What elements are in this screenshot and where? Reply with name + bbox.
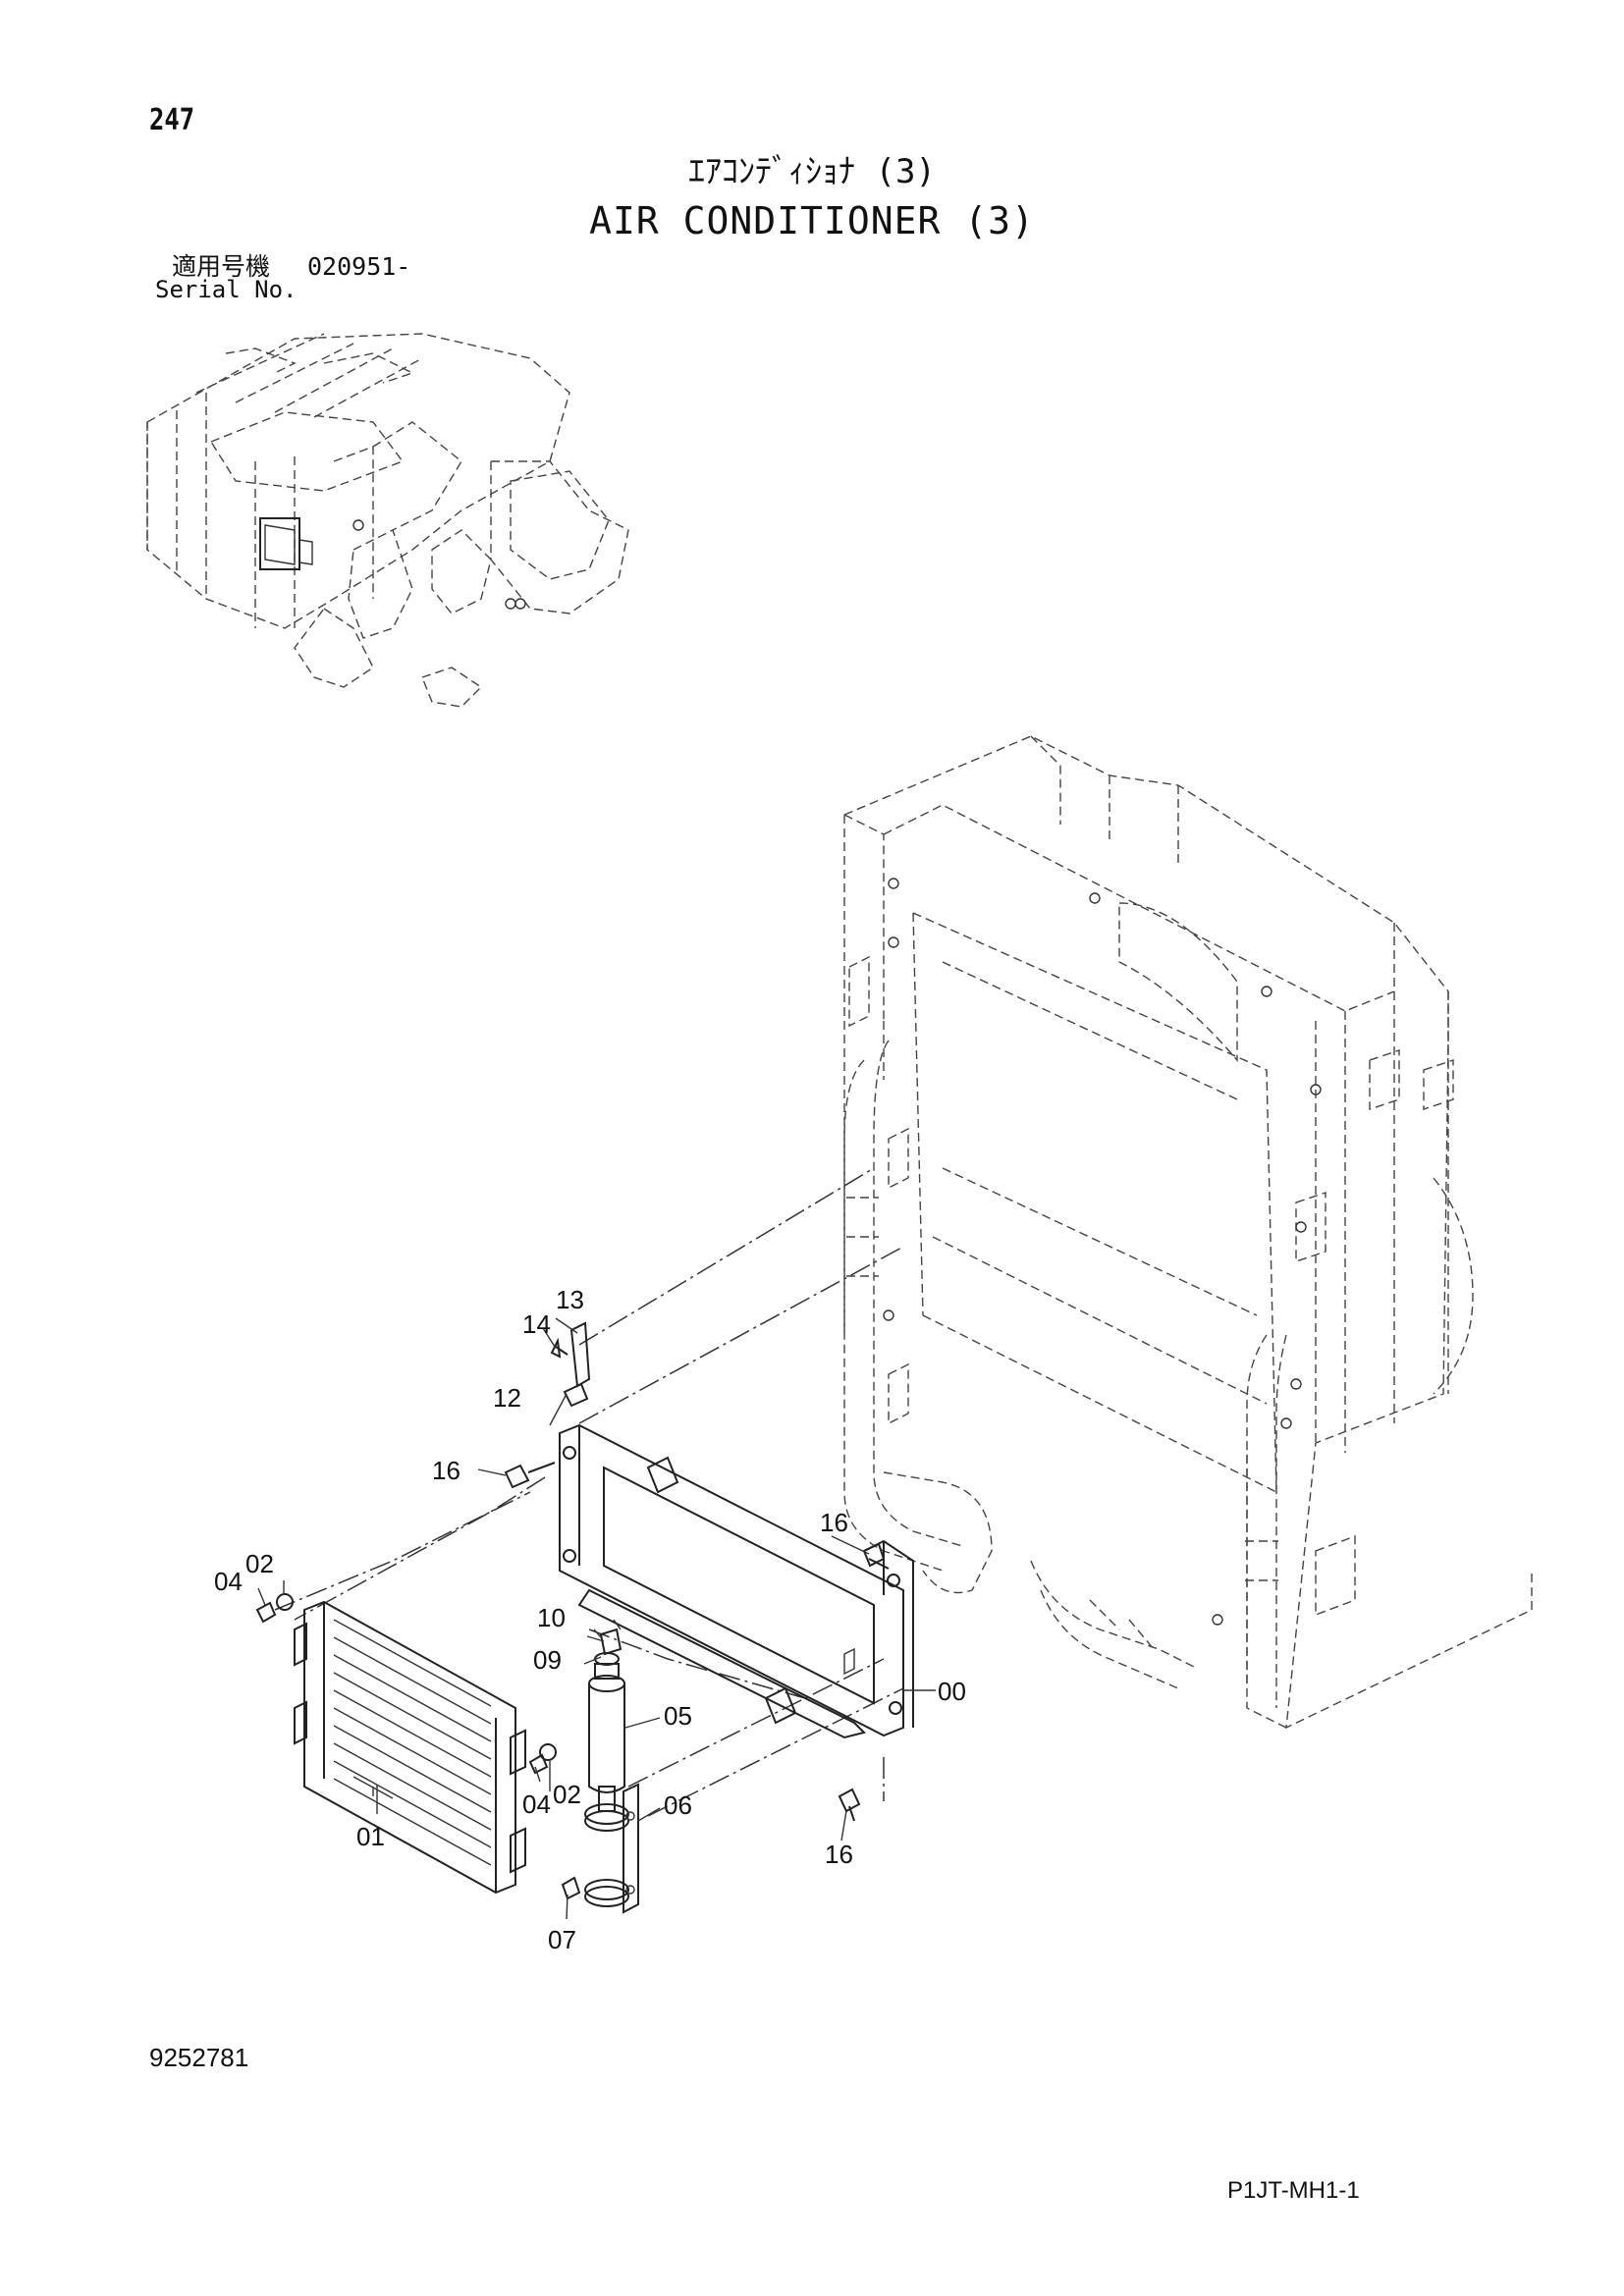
- serial-label-japanese: 適用号機: [172, 252, 271, 281]
- part-05-receiver-drier: [588, 1652, 625, 1812]
- callout-07: 07: [548, 1925, 576, 1954]
- callout-04-upper: 04: [214, 1567, 243, 1596]
- callout-09: 09: [533, 1645, 562, 1675]
- callout-06: 06: [664, 1790, 692, 1820]
- callout-numbers: 00 01 02 02 04 04 05 06 07 09 10 12 13 1…: [214, 1285, 966, 1954]
- callout-00: 00: [938, 1677, 966, 1706]
- title-english: AIR CONDITIONER (3): [589, 199, 1035, 242]
- part-06-clamp: [584, 1783, 639, 1914]
- sheet-code: P1JT-MH1-1: [1227, 2177, 1360, 2204]
- page-number: 247: [149, 103, 195, 137]
- title-japanese: ｴｱｺﾝﾃﾞｨｼｮﾅ (3): [688, 152, 936, 191]
- callout-04-lower: 04: [522, 1789, 551, 1819]
- location-thumbnail: [146, 333, 629, 708]
- callout-01: 01: [356, 1822, 385, 1851]
- assembly-leader-lines: [274, 1167, 904, 1817]
- callout-10: 10: [537, 1603, 566, 1632]
- callout-13: 13: [556, 1285, 584, 1314]
- callout-02-upper: 02: [245, 1549, 274, 1578]
- hardware-parts: [255, 1321, 890, 1900]
- serial-label-english: Serial No.: [155, 276, 298, 303]
- callout-02-lower: 02: [553, 1780, 581, 1809]
- drawing-number: 9252781: [149, 2043, 249, 2072]
- part-01-condenser: [294, 1600, 526, 1895]
- callout-12: 12: [493, 1383, 521, 1413]
- callout-05: 05: [664, 1701, 692, 1731]
- part-00-bracket: [559, 1423, 914, 1739]
- callout-leaders: [257, 1317, 936, 1920]
- callout-16-lower: 16: [825, 1840, 853, 1869]
- callout-16-upper-right: 16: [820, 1508, 848, 1537]
- radiator-frame: [843, 735, 1533, 1730]
- serial-number-range: 020951-: [307, 252, 411, 281]
- callout-16-left: 16: [432, 1456, 460, 1485]
- callout-14: 14: [522, 1309, 551, 1339]
